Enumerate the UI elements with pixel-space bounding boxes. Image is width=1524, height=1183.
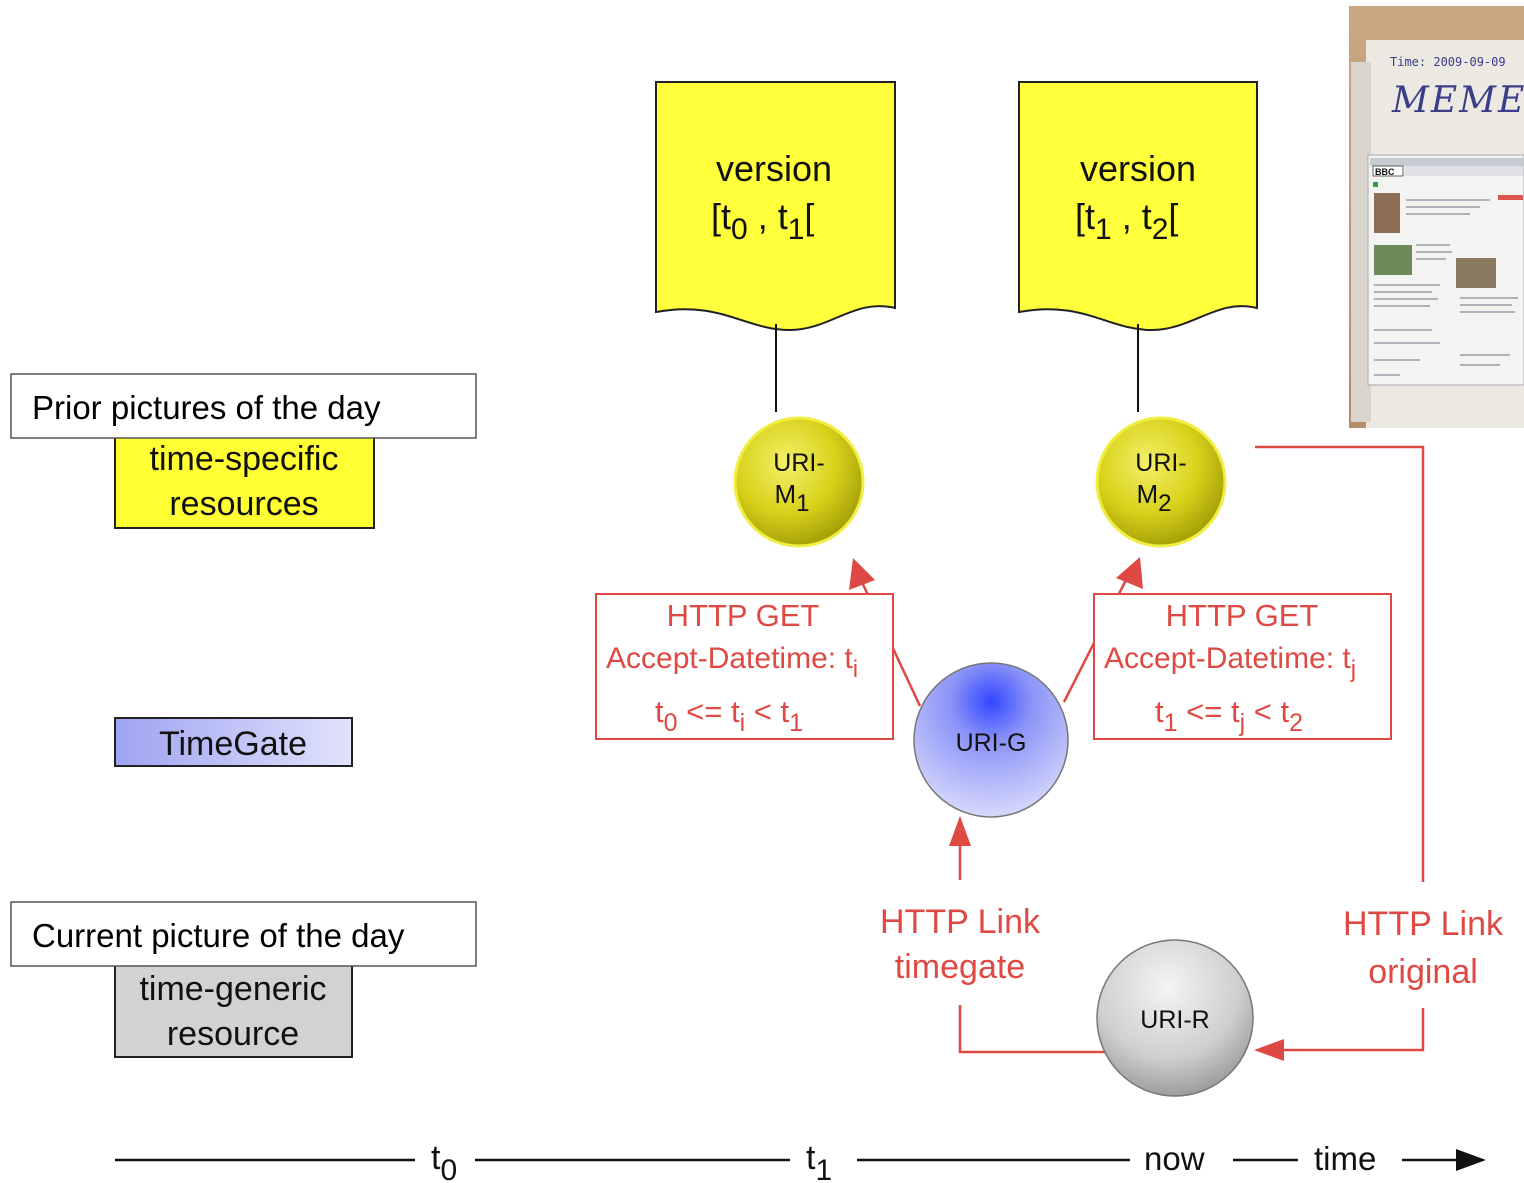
link-original-label: HTTP Link original	[1343, 905, 1504, 991]
node-uri-m1-circle	[733, 416, 865, 548]
arrowheads	[849, 557, 1284, 1061]
request-box-2-frame	[1093, 593, 1392, 740]
current-picture-box	[10, 901, 477, 967]
arrowhead-r	[1254, 1039, 1284, 1061]
time-specific-label-1: time-specific	[150, 440, 339, 478]
photo-webpage-image-2	[1374, 245, 1412, 275]
time-generic-label-2: resource	[167, 1015, 299, 1053]
link-timegate-label: HTTP Link timegate	[880, 903, 1041, 986]
node-uri-m1: URI- M1	[733, 416, 865, 548]
photo-webpage-text-lines	[1374, 199, 1518, 376]
version-document-1: version [t0 , t1[	[655, 81, 896, 332]
version-2-interval: [t1 , t2[	[1075, 196, 1178, 246]
version-document-1-shape	[655, 81, 896, 332]
link-timegate-line1: HTTP Link	[880, 903, 1041, 941]
timeline-now: now	[1144, 1140, 1205, 1177]
node-uri-r: URI-R	[1096, 939, 1254, 1097]
request-1-title: HTTP GET	[667, 598, 820, 633]
legend-time-specific: time-specific resources	[114, 431, 375, 529]
version-1-word: version	[716, 148, 832, 189]
time-specific-swatch	[114, 431, 375, 529]
request-2-header: Accept-Datetime: tj	[1104, 642, 1356, 683]
node-uri-r-circle	[1096, 939, 1254, 1097]
current-picture-label: Current picture of the day	[32, 917, 405, 954]
photo-paper-fold	[1351, 62, 1371, 422]
request-box-2: HTTP GET Accept-Datetime: tj t1 <= tj < …	[1093, 593, 1392, 740]
request-2-title: HTTP GET	[1166, 598, 1319, 633]
photo-caption: Time: 2009-09-09	[1390, 55, 1506, 69]
time-generic-swatch	[114, 959, 353, 1058]
version-document-2-shape	[1018, 81, 1258, 332]
version-2-word: version	[1080, 148, 1196, 189]
prior-pictures-box	[10, 373, 477, 439]
version-1-interval: [t0 , t1[	[711, 196, 814, 246]
timeline-t0: t0	[431, 1139, 457, 1183]
node-uri-m1-label-1: URI-	[773, 449, 824, 477]
photo-webpage-image-3	[1456, 258, 1496, 288]
node-uri-g-circle	[913, 662, 1069, 818]
node-uri-m2-circle	[1095, 416, 1227, 548]
node-uri-g-label: URI-G	[956, 729, 1027, 757]
node-uri-m1-label-2: M1	[774, 479, 809, 517]
timeline-arrowhead	[1456, 1149, 1486, 1171]
photo-bbc-logo-bg	[1372, 165, 1404, 177]
legend-prior-pictures: Prior pictures of the day	[10, 373, 477, 439]
photo-of-the-day: Time: 2009-09-09 MEMEN BBC	[1349, 6, 1524, 428]
arrowhead-m1	[849, 558, 875, 590]
photo-webpage-image-1	[1374, 193, 1400, 233]
link-timegate-line2: timegate	[895, 948, 1025, 986]
node-uri-m2: URI- M2	[1095, 416, 1227, 548]
timegate-swatch	[114, 717, 353, 767]
line-original-to-r	[1275, 1008, 1425, 1052]
line-r-to-timegate-link	[958, 1005, 1105, 1054]
timegate-label: TimeGate	[159, 725, 307, 763]
time-generic-label-1: time-generic	[139, 970, 326, 1008]
legend-current-picture: Current picture of the day	[10, 901, 477, 967]
legend-time-generic: time-generic resource	[114, 959, 353, 1058]
photo-webpage-banner	[1405, 166, 1523, 176]
request-1-header: Accept-Datetime: ti	[606, 642, 858, 683]
request-box-1-frame	[595, 593, 894, 740]
node-uri-g: URI-G	[913, 662, 1069, 818]
timeline: t0 t1 now time	[115, 1139, 1486, 1183]
prior-pictures-label: Prior pictures of the day	[32, 389, 381, 426]
request-box-1: HTTP GET Accept-Datetime: ti t0 <= ti < …	[595, 593, 894, 740]
request-1-condition: t0 <= ti < t1	[655, 694, 803, 737]
timeline-t1: t1	[806, 1139, 832, 1183]
request-2-condition: t1 <= tj < t2	[1155, 694, 1303, 737]
link-original-line1: HTTP Link	[1343, 905, 1504, 943]
photo-bbc-logo: BBC	[1375, 167, 1395, 177]
photo-heading: MEMEN	[1391, 80, 1524, 121]
time-specific-label-2: resources	[169, 485, 318, 523]
photo-webpage-topbar	[1370, 158, 1524, 166]
node-uri-r-label: URI-R	[1140, 1006, 1209, 1034]
legend-timegate: TimeGate	[114, 717, 353, 767]
photo-webpage-red-tab	[1498, 195, 1523, 200]
node-uri-m2-label-2: M2	[1136, 479, 1171, 517]
node-uri-m2-label-1: URI-	[1135, 449, 1186, 477]
timeline-time: time	[1314, 1140, 1376, 1177]
link-original-line2: original	[1368, 953, 1478, 991]
arrowhead-gate	[949, 816, 971, 846]
photo-webpage-green-marker	[1373, 182, 1378, 187]
line-m2-to-original	[1255, 445, 1425, 882]
version-document-2: version [t1 , t2[	[1018, 81, 1258, 332]
arrowhead-m2	[1116, 557, 1143, 589]
